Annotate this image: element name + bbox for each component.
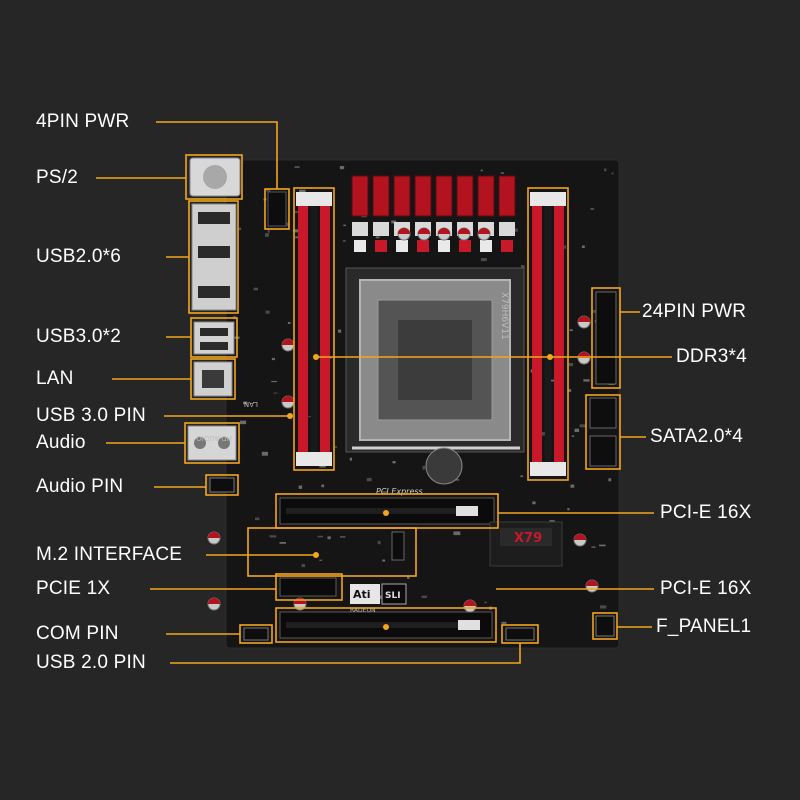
label-sata20x4: SATA2.0*4 [650, 426, 743, 447]
dimm-slots-right [530, 192, 566, 476]
24pin-power-connector [595, 291, 617, 385]
label-24pin-pwr: 24PIN PWR [642, 301, 747, 322]
svg-text:SLI: SLI [385, 591, 401, 601]
svg-text:RADEON: RADEON [350, 607, 376, 614]
capacitors [207, 227, 599, 613]
dimm-slots-left [296, 192, 332, 466]
hd-audio-print: HD AUDIO [196, 434, 232, 442]
label-f-panel1: F_PANEL1 [656, 616, 752, 637]
audio-pin-header [209, 477, 235, 493]
label-usb30-pin: USB 3.0 PIN [36, 405, 146, 426]
label-audio: Audio [36, 432, 86, 453]
label-pcie-16x-lower: PCI-E 16X [660, 578, 752, 599]
label-audio-pin: Audio PIN [36, 476, 124, 497]
label-usb20x6: USB2.0*6 [36, 246, 122, 267]
callout-leader-lines [96, 121, 672, 664]
label-ddr3x4: DDR3*4 [676, 346, 747, 367]
sata-ports [589, 397, 617, 467]
label-ps2: PS/2 [36, 167, 78, 188]
label-pcie-1x: PCIE 1X [36, 578, 111, 599]
callout-highlights [184, 154, 621, 644]
ati-sli-logos: Ati SLI RADEON [350, 583, 407, 614]
usb20-pin-header [505, 627, 535, 641]
4pin-power-connector [267, 191, 287, 227]
label-4pin-pwr: 4PIN PWR [36, 111, 130, 132]
cmos-battery [425, 447, 463, 485]
lan-print: LAN [244, 400, 258, 408]
label-lan: LAN [36, 368, 74, 389]
chipset-heatsink: X79 [489, 521, 563, 567]
svg-text:Ati: Ati [353, 588, 371, 601]
label-usb20-pin: USB 2.0 PIN [36, 652, 146, 673]
svg-text:X79: X79 [514, 531, 542, 546]
label-m2-interface: M.2 INTERFACE [36, 544, 183, 565]
board-model-print: X79H6V11 [499, 292, 509, 340]
label-com-pin: COM PIN [36, 623, 119, 644]
pcie-1x-slot [279, 577, 337, 597]
m2-slot [391, 531, 405, 561]
motherboard: X79H6V11 X79 [187, 157, 620, 649]
pci-express-print: PCI Express [376, 487, 423, 496]
com-pin-header [243, 627, 269, 641]
label-usb30x2: USB3.0*2 [36, 326, 122, 347]
label-pcie-16x-upper: PCI-E 16X [660, 502, 752, 523]
callout-dots [287, 354, 553, 630]
cpu-socket [345, 267, 525, 453]
front-panel-header [595, 615, 615, 637]
